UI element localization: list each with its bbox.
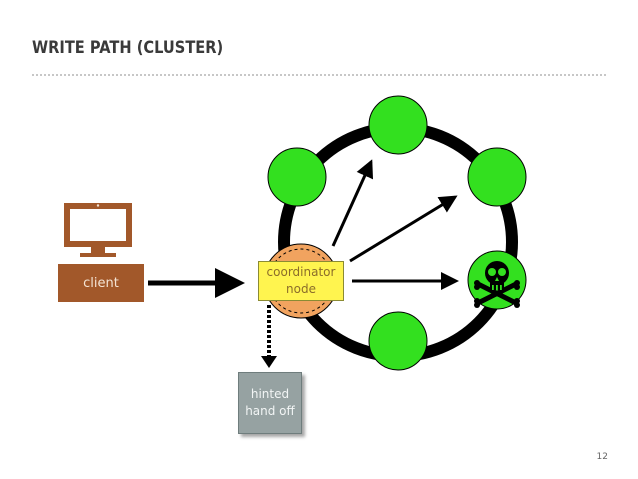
hinted-handoff-box: hinted hand off <box>238 372 302 434</box>
title-divider <box>32 74 606 76</box>
coordinator-label: coordinator node <box>258 261 344 301</box>
write-arrow-upper-right <box>349 195 458 263</box>
slide-title: WRITE PATH (CLUSTER) <box>32 38 224 58</box>
write-arrow-top <box>331 159 374 247</box>
computer-monitor-icon <box>64 203 132 257</box>
client-label: client <box>58 264 144 302</box>
node-upper-right <box>467 147 527 207</box>
coordinator-label-line1: coordinator <box>266 265 336 279</box>
skull-crossbones-icon <box>474 261 520 308</box>
coordinator-label-line2: node <box>286 282 316 296</box>
node-bottom <box>368 311 428 371</box>
page-number: 12 <box>596 452 608 462</box>
node-top <box>368 95 428 155</box>
node-upper-left <box>267 147 327 207</box>
hinted-label-line2: hand off <box>245 404 295 418</box>
hinted-handoff-arrowhead <box>261 356 277 368</box>
hinted-label-line1: hinted <box>250 387 290 401</box>
